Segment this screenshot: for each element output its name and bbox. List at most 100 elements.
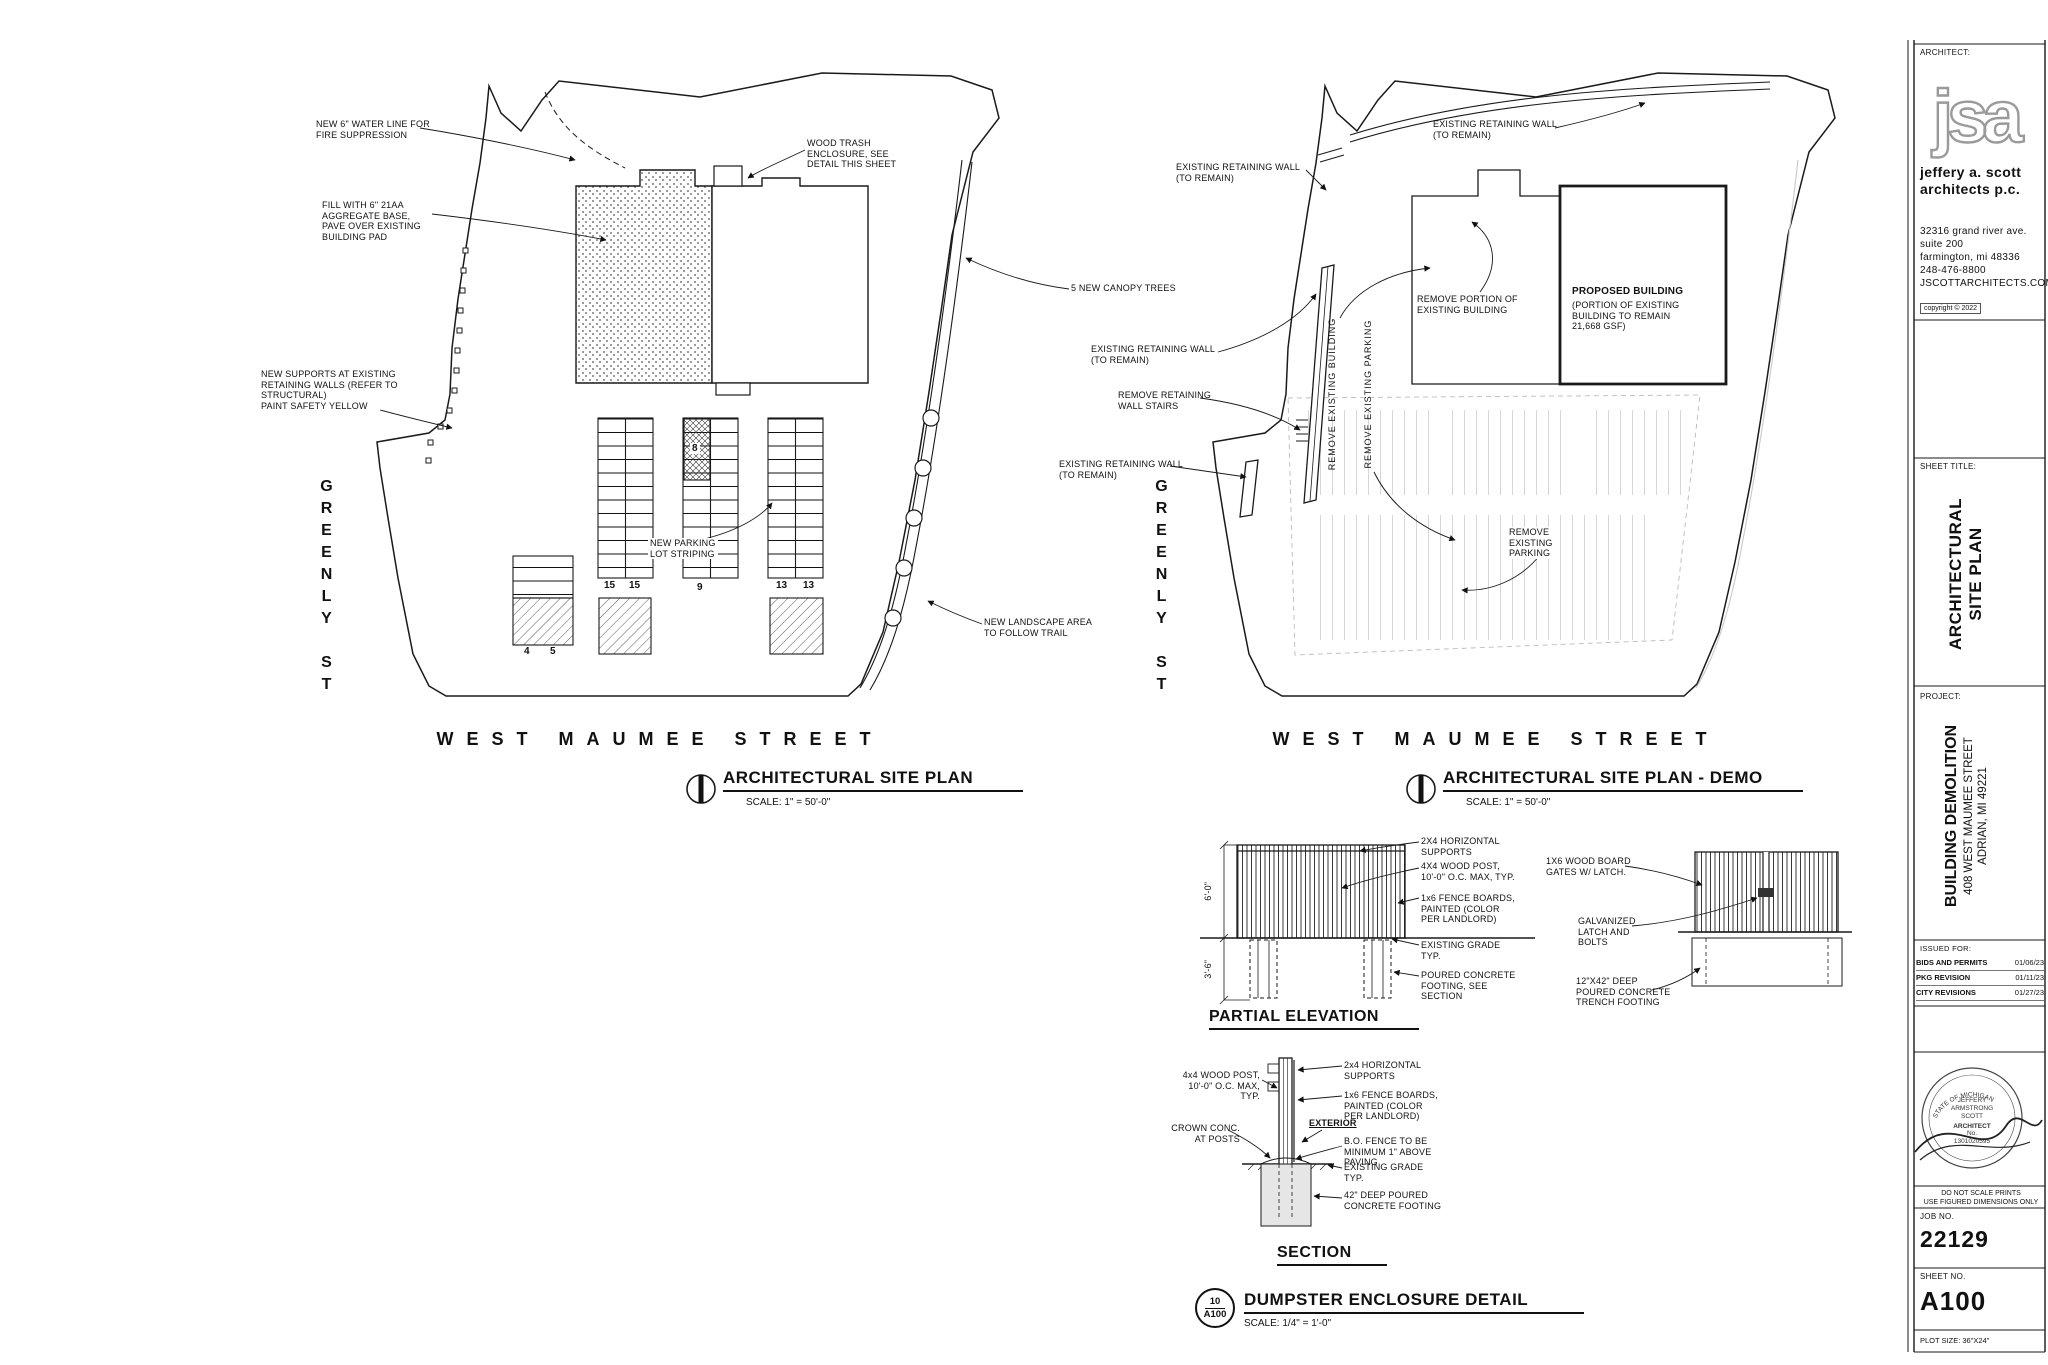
label-remove-existing-parking: REMOVE EXISTING PARKING bbox=[1507, 527, 1555, 559]
firm-address-3: farmington, mi 48336 bbox=[1920, 252, 2020, 263]
elevation-linework bbox=[1200, 840, 1852, 1005]
sheet-title-line1: ARCHITECTURAL bbox=[1946, 498, 1965, 650]
titleblock-linework: jsa STATE OF MICHIGAN JEFFERY ARMSTRONG … bbox=[1907, 40, 2046, 1353]
firm-phone: 248-476-8800 bbox=[1920, 265, 1986, 276]
project-vertical: BUILDING DEMOLITION 408 WEST MAUMEE STRE… bbox=[1942, 691, 1994, 941]
label-canopy-trees: 5 NEW CANOPY TREES bbox=[1071, 283, 1176, 293]
issued-date: 01/27/23 bbox=[2014, 988, 2044, 997]
dim-fence-height: 6'-0" bbox=[1202, 881, 1213, 901]
label-remove-portion: REMOVE PORTION OF EXISTING BUILDING bbox=[1415, 294, 1520, 315]
architect-seal: STATE OF MICHIGAN JEFFERY ARMSTRONG SCOT… bbox=[1914, 1067, 2043, 1169]
do-not-scale-note: DO NOT SCALE PRINTS bbox=[1941, 1190, 2021, 1197]
detail-sheet-ref: A100 bbox=[1203, 1309, 1227, 1320]
parking-rows bbox=[512, 417, 824, 655]
firm-name-2: architects p.c. bbox=[1920, 181, 2021, 197]
label-landscape-area: NEW LANDSCAPE AREA TO FOLLOW TRAIL bbox=[984, 617, 1093, 638]
ghost-parking bbox=[1287, 394, 1701, 656]
firm-website: JSCOTTARCHITECTS.COM bbox=[1920, 278, 2048, 289]
issued-date: 01/06/23 bbox=[2014, 958, 2044, 967]
project-name: BUILDING DEMOLITION bbox=[1943, 724, 1960, 908]
label-water-line: NEW 6" WATER LINE FOR FIRE SUPPRESSION bbox=[316, 119, 430, 140]
svg-text:ARCHITECT: ARCHITECT bbox=[1953, 1123, 1991, 1130]
issued-name: CITY REVISIONS bbox=[1916, 988, 1976, 997]
stall-count: 4 bbox=[524, 646, 530, 657]
label-elev-boards: 1x6 FENCE BOARDS, PAINTED (COLOR PER LAN… bbox=[1421, 893, 1515, 924]
project-address-2: ADRIAN, MI 49221 bbox=[1977, 767, 1989, 865]
stall-count: 8 bbox=[690, 443, 700, 454]
label-fill-pad: FILL WITH 6" 21AA AGGREGATE BASE, PAVE O… bbox=[322, 200, 421, 242]
demo-plan-leaders bbox=[1169, 101, 1646, 594]
detail-bubble: 10 A100 bbox=[1195, 1288, 1235, 1328]
issued-for-label: ISSUED FOR: bbox=[1920, 944, 1972, 953]
section-linework bbox=[1227, 1057, 1343, 1227]
issued-date: 01/11/23 bbox=[2015, 973, 2044, 982]
issued-row: PKG REVISION 01/11/23 bbox=[1916, 971, 2044, 986]
label-elev-supports: 2X4 HORIZONTAL SUPPORTS bbox=[1421, 836, 1500, 857]
stall-count: 9 bbox=[697, 582, 703, 593]
label-sect-bo-fence: B.O. FENCE TO BE MINIMUM 1" ABOVE PAVING bbox=[1344, 1136, 1432, 1167]
elevation-title: PARTIAL ELEVATION bbox=[1209, 1008, 1419, 1030]
sheet-number: A100 bbox=[1920, 1286, 1987, 1316]
street-label-west-maumee-demo: WEST MAUMEE STREET bbox=[1272, 729, 1720, 749]
label-elev-gates: 1X6 WOOD BOARD GATES W/ LATCH. bbox=[1546, 856, 1631, 877]
stall-count: 15 bbox=[629, 580, 641, 591]
label-remove-existing-parking-vertical: REMOVE EXISTING PARKING bbox=[1363, 319, 1373, 469]
demo-plan-scale: SCALE: 1" = 50'-0" bbox=[1466, 797, 1551, 808]
copyright-note: copyright © 2022 bbox=[1920, 303, 1982, 314]
retaining-wall-supports bbox=[425, 247, 469, 464]
label-elev-footing: POURED CONCRETE FOOTING, SEE SECTION bbox=[1421, 970, 1516, 1001]
street-label-greenly-demo: GREENLY ST bbox=[1153, 478, 1170, 698]
label-sect-exterior: EXTERIOR bbox=[1309, 1118, 1357, 1128]
label-sect-footing: 42" DEEP POURED CONCRETE FOOTING bbox=[1344, 1190, 1442, 1211]
street-label-west-maumee: WEST MAUMEE STREET bbox=[436, 729, 884, 749]
label-remove-stairs: REMOVE RETAINING WALL STAIRS bbox=[1118, 390, 1212, 411]
detail-title: DUMPSTER ENCLOSURE DETAIL bbox=[1244, 1290, 1584, 1314]
dim-footing-depth: 3'-6" bbox=[1202, 959, 1213, 979]
project-label: PROJECT: bbox=[1920, 692, 1962, 701]
sheet-title-line2: SITE PLAN bbox=[1966, 527, 1985, 621]
svg-text:ARMSTRONG: ARMSTRONG bbox=[1951, 1105, 1993, 1112]
left-plan-linework bbox=[376, 72, 1070, 804]
demo-title-symbol bbox=[1406, 774, 1436, 804]
label-sect-supports: 2x4 HORIZONTAL SUPPORTS bbox=[1344, 1060, 1422, 1081]
label-remove-existing-building: REMOVE EXISTING BUILDING bbox=[1327, 317, 1337, 471]
job-number-label: JOB NO. bbox=[1920, 1212, 1955, 1221]
label-elev-latch: GALVANIZED LATCH AND BOLTS bbox=[1578, 916, 1636, 947]
label-proposed-building: PROPOSED BUILDING bbox=[1570, 286, 1686, 298]
label-retaining-wall-lower-left: EXISTING RETAINING WALL (TO REMAIN) bbox=[1059, 459, 1184, 480]
plot-size-note: PLOT SIZE: 36"X24" bbox=[1920, 1336, 1990, 1345]
label-elev-grade: EXISTING GRADE TYP. bbox=[1421, 940, 1501, 961]
stall-count: 15 bbox=[604, 580, 616, 591]
label-elev-trench: 12"X42" DEEP POURED CONCRETE TRENCH FOOT… bbox=[1576, 976, 1671, 1007]
label-sect-grade: EXISTING GRADE TYP. bbox=[1344, 1162, 1424, 1183]
left-title-symbol bbox=[686, 774, 716, 804]
stall-count: 5 bbox=[550, 646, 556, 657]
sheet-title-label: SHEET TITLE: bbox=[1920, 462, 1977, 471]
left-plan-title: ARCHITECTURAL SITE PLAN bbox=[723, 768, 1023, 792]
issued-name: PKG REVISION bbox=[1916, 973, 1971, 982]
label-retaining-wall-left: EXISTING RETAINING WALL (TO REMAIN) bbox=[1091, 344, 1216, 365]
label-new-supports: NEW SUPPORTS AT EXISTING RETAINING WALLS… bbox=[261, 369, 398, 411]
label-sect-boards: 1x6 FENCE BOARDS, PAINTED (COLOR PER LAN… bbox=[1344, 1090, 1438, 1121]
label-trash-enclosure: WOOD TRASH ENCLOSURE, SEE DETAIL THIS SH… bbox=[807, 138, 897, 169]
stall-count: 13 bbox=[776, 580, 788, 591]
label-sect-post: 4x4 WOOD POST, 10'-0" O.C. MAX, TYP. bbox=[1182, 1070, 1260, 1101]
firm-logo: jsa bbox=[1931, 75, 2025, 158]
label-elev-post: 4X4 WOOD POST, 10'-0" O.C. MAX, TYP. bbox=[1421, 861, 1515, 882]
detail-scale: SCALE: 1/4" = 1'-0" bbox=[1244, 1318, 1332, 1329]
label-retaining-wall-upper-left: EXISTING RETAINING WALL (TO REMAIN) bbox=[1176, 162, 1301, 183]
firm-address-1: 32316 grand river ave. bbox=[1920, 226, 2027, 237]
label-parking-striping: NEW PARKING LOT STRIPING bbox=[648, 538, 718, 559]
sheet-number-label: SHEET NO. bbox=[1920, 1272, 1966, 1281]
svg-text:SCOTT: SCOTT bbox=[1961, 1113, 1983, 1120]
job-number: 22129 bbox=[1920, 1226, 1989, 1252]
section-title: SECTION bbox=[1277, 1244, 1387, 1266]
sheet-title-vertical: ARCHITECTURAL SITE PLAN bbox=[1946, 459, 1990, 689]
detail-number: 10 bbox=[1204, 1296, 1226, 1309]
label-sect-crown: CROWN CONC. AT POSTS bbox=[1171, 1123, 1240, 1144]
firm-name-1: jeffery a. scott bbox=[1920, 164, 2022, 180]
left-plan-scale: SCALE: 1" = 50'-0" bbox=[746, 797, 831, 808]
section-leaders bbox=[1227, 1065, 1343, 1200]
